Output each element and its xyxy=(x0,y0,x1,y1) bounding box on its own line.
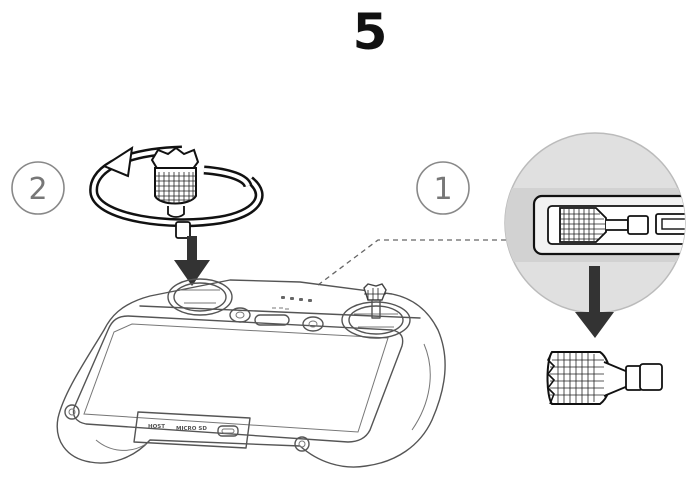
microsd-port-label: MICRO SD xyxy=(176,426,207,432)
remove-arrow-icon xyxy=(575,266,614,338)
leader-line xyxy=(317,239,512,286)
control-stick xyxy=(150,146,200,239)
host-port-label: HOST xyxy=(148,424,165,430)
callout-2-label: 2 xyxy=(28,172,47,207)
insert-arrow-icon xyxy=(174,236,210,286)
removed-stick xyxy=(546,351,663,405)
remote-controller: HOST MICRO SD xyxy=(56,278,446,468)
callout-1: 1 xyxy=(416,161,470,215)
step-number: 5 xyxy=(352,3,388,61)
zoom-magnifier xyxy=(504,132,686,314)
rotate-arrow-icon xyxy=(89,145,264,228)
callout-2: 2 xyxy=(11,161,65,215)
callout-1-label: 1 xyxy=(433,172,452,207)
